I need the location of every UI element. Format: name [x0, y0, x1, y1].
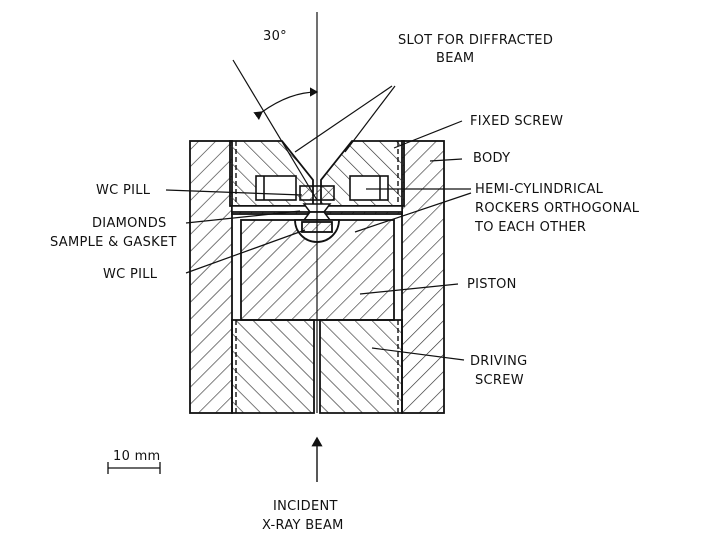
- wc-pill-bottom-label: WC PILL: [103, 267, 158, 282]
- driving-label-1: DRIVING: [470, 354, 528, 369]
- body-label: BODY: [473, 151, 510, 166]
- driving-label-2: SCREW: [475, 373, 524, 388]
- driving-screw-part: [231, 319, 403, 414]
- incident-label-2: X-RAY BEAM: [262, 518, 344, 533]
- hemi-label-2: ROCKERS ORTHOGONAL: [475, 201, 640, 216]
- piston-label: PISTON: [467, 277, 517, 292]
- hemi-rockers: [255, 175, 389, 201]
- diamonds-label-1: DIAMONDS: [92, 216, 167, 231]
- hemi-label-3: TO EACH OTHER: [474, 220, 586, 235]
- angle-arc: [253, 87, 319, 121]
- angle-label: 30°: [263, 29, 287, 44]
- incident-label-1: INCIDENT: [273, 499, 338, 514]
- scale-bar: [107, 462, 161, 474]
- leader-lines: [165, 85, 472, 361]
- slot-label-1: SLOT FOR DIFFRACTED: [398, 33, 553, 48]
- wc-pill-top-label: WC PILL: [96, 183, 151, 198]
- scale-label: 10 mm: [113, 449, 161, 464]
- hemi-label-1: HEMI-CYLINDRICAL: [475, 182, 604, 197]
- slot-angle-line: [232, 59, 318, 201]
- fixed-screw-label: FIXED SCREW: [470, 114, 563, 129]
- diamonds-label-2: SAMPLE & GASKET: [50, 235, 177, 250]
- slot-label-2: BEAM: [436, 51, 474, 66]
